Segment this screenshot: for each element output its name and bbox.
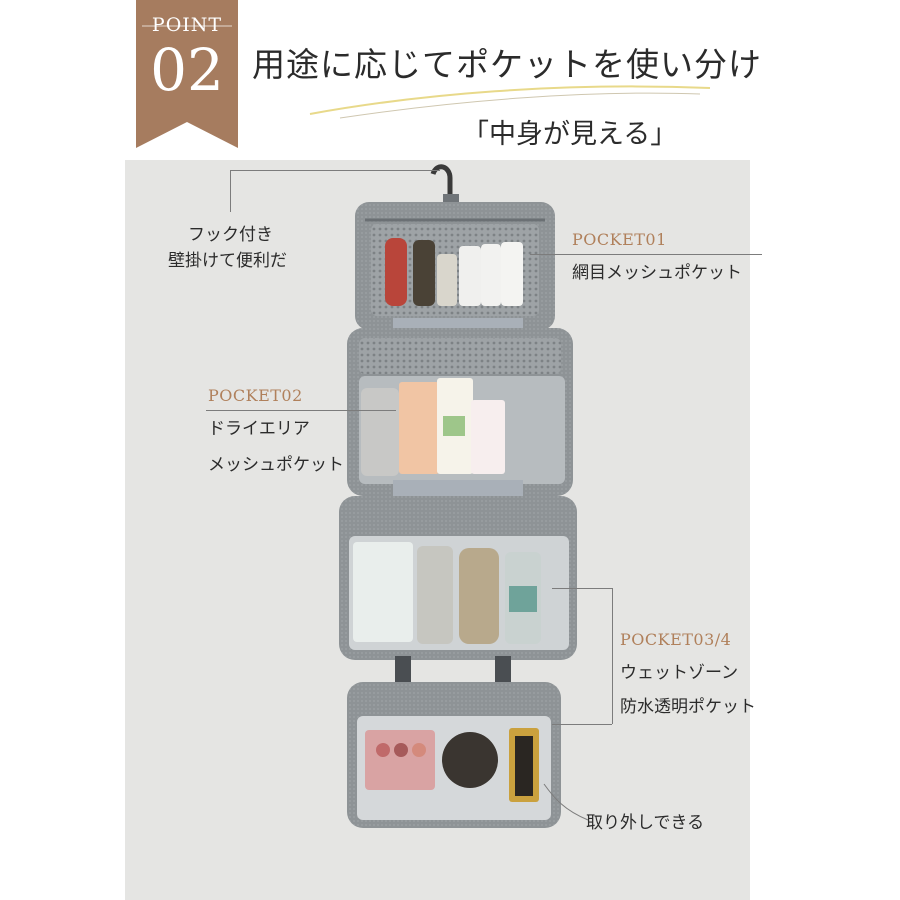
badge-word: POINT [151, 14, 223, 36]
pocket01-label: 網目メッシュポケット [572, 263, 742, 283]
page-title: 用途に応じてポケットを使い分け [252, 45, 762, 84]
page-subtitle: 「中身が見える」 [462, 119, 678, 150]
hook-leader-horizontal [230, 170, 440, 171]
pocket34-tag: POCKET03/4 [620, 630, 732, 649]
point-badge: POINT 02 [136, 0, 238, 148]
pocket34-leader-top [552, 588, 612, 589]
pocket02-label-2: メッシュポケット [208, 455, 344, 475]
pocket01-leader [530, 254, 762, 255]
product-photo [125, 160, 750, 900]
hook-label-1: フック付き [188, 225, 273, 245]
pocket01-tag: POCKET01 [572, 230, 667, 249]
badge-number: 02 [150, 36, 224, 104]
pocket02-label-1: ドライエリア [208, 419, 310, 439]
decorative-swoosh [309, 85, 711, 119]
pocket34-label-2: 防水透明ポケット [620, 697, 756, 717]
pocket34-leader-bottom [552, 724, 612, 725]
pocket02-leader [206, 410, 396, 411]
pocket02-tag: POCKET02 [208, 386, 303, 405]
hook-label-2: 壁掛けて便利だ [168, 251, 287, 271]
detach-leader [543, 783, 589, 821]
pocket34-label-1: ウェットゾーン [620, 663, 739, 683]
detach-label: 取り外しできる [586, 813, 705, 833]
hook-leader-vertical [230, 170, 231, 212]
pocket34-leader-vertical [612, 588, 613, 724]
